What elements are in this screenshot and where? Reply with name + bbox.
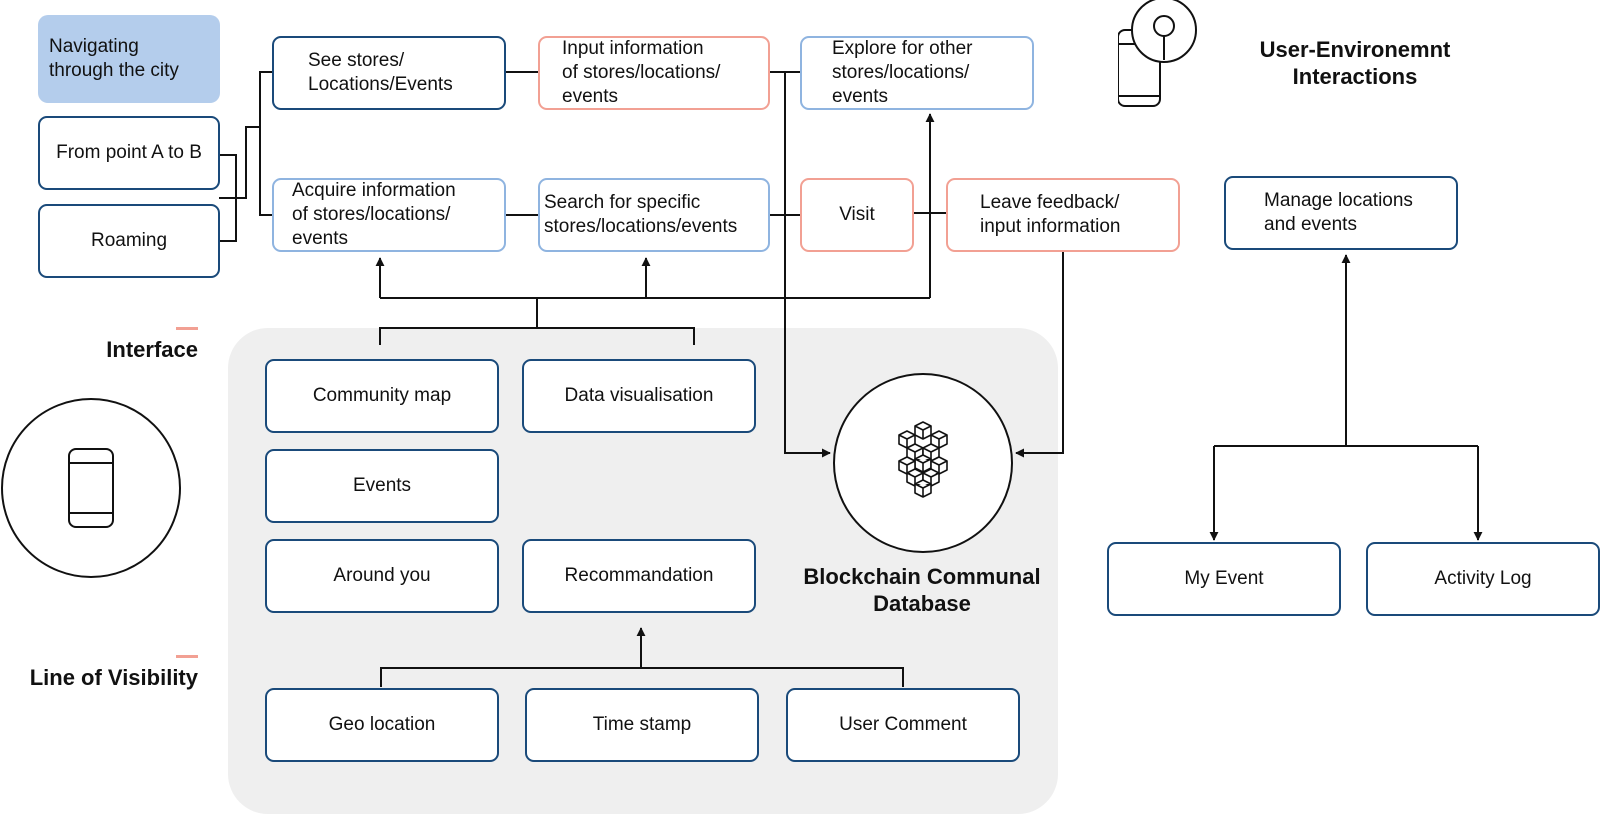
mode-roaming[interactable]: Roaming	[38, 204, 220, 278]
search-box[interactable]: Search for specific stores/locations/eve…	[538, 178, 770, 252]
user-comment-box[interactable]: User Comment	[786, 688, 1020, 762]
interface-lane-marker	[176, 327, 198, 330]
recommandation-box[interactable]: Recommandation	[522, 539, 756, 613]
mode-point-a-to-b[interactable]: From point A to B	[38, 116, 220, 190]
data-visualisation-box[interactable]: Data visualisation	[522, 359, 756, 433]
see-stores-box[interactable]: See stores/ Locations/Events	[272, 36, 506, 110]
around-you-box[interactable]: Around you	[265, 539, 499, 613]
blockchain-cubes-icon	[833, 373, 1013, 553]
acquire-information-box[interactable]: Acquire information of stores/locations/…	[272, 178, 506, 252]
diagram-title: User-Environemnt Interactions	[1259, 37, 1451, 89]
database-circle	[832, 372, 1014, 554]
my-event-box[interactable]: My Event	[1107, 542, 1341, 616]
phone-icon	[0, 397, 182, 579]
geo-location-box[interactable]: Geo location	[265, 688, 499, 762]
header-phone-pin-icon	[1117, 0, 1198, 110]
leave-feedback-box[interactable]: Leave feedback/ input information	[946, 178, 1180, 252]
visibility-lane-label: Line of Visibility	[29, 665, 198, 690]
explore-box[interactable]: Explore for other stores/locations/ even…	[800, 36, 1034, 110]
navigating-header: Navigating through the city	[38, 15, 220, 103]
visit-box[interactable]: Visit	[800, 178, 914, 252]
activity-log-box[interactable]: Activity Log	[1366, 542, 1600, 616]
time-stamp-box[interactable]: Time stamp	[525, 688, 759, 762]
interface-lane-label: Interface	[106, 337, 198, 362]
manage-locations-box[interactable]: Manage locations and events	[1224, 176, 1458, 250]
events-box[interactable]: Events	[265, 449, 499, 523]
community-map-box[interactable]: Community map	[265, 359, 499, 433]
visibility-lane-marker	[176, 655, 198, 658]
database-label: Blockchain Communal Database	[803, 564, 1041, 616]
input-information-box[interactable]: Input information of stores/locations/ e…	[538, 36, 770, 110]
